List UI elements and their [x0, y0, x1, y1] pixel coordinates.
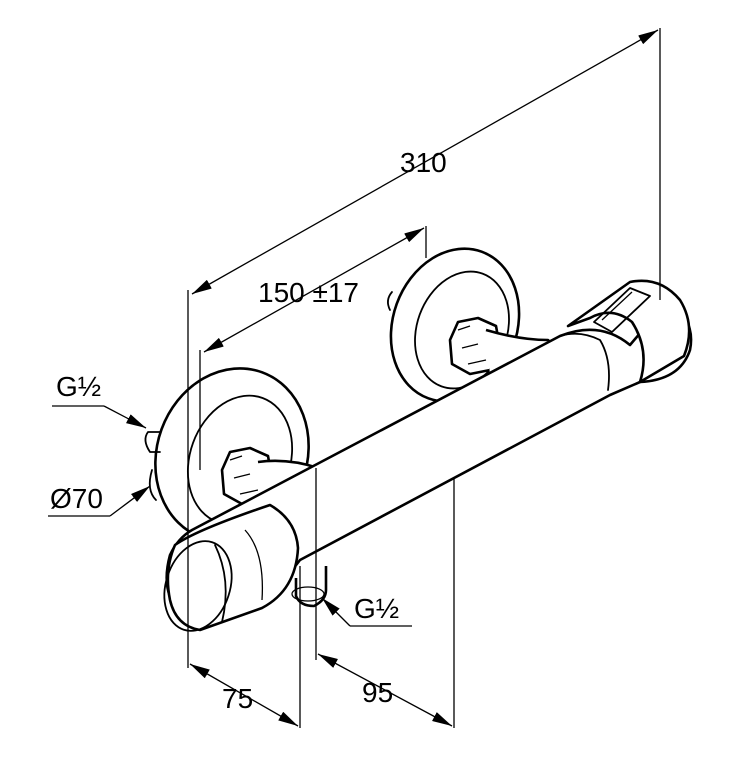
leader-diameter-70-label: Ø70 [50, 483, 103, 514]
leader-g-half-outlet: G½ [321, 593, 412, 627]
dimension-75: 75 [187, 530, 301, 728]
dim-150-label: 150 ±17 [258, 277, 359, 308]
mixer-outline [144, 247, 693, 632]
dimension-95: 95 [315, 468, 455, 728]
leader-g-half-top: G½ [52, 371, 147, 429]
leader-g-half-outlet-label: G½ [354, 593, 399, 624]
dim-95-label: 95 [362, 677, 393, 708]
dim-95-line [317, 653, 453, 727]
leader-g-half-top-label: G½ [56, 371, 101, 402]
outlet-stub [291, 566, 328, 608]
leader-diameter-70: Ø70 [48, 483, 151, 517]
dim-75-label: 75 [222, 683, 253, 714]
dim-310-label: 310 [400, 147, 447, 178]
main-body [163, 279, 693, 632]
dim-75-line [189, 663, 299, 727]
dimension-150: 150 ±17 [199, 226, 427, 470]
dim-150-line [203, 227, 425, 353]
